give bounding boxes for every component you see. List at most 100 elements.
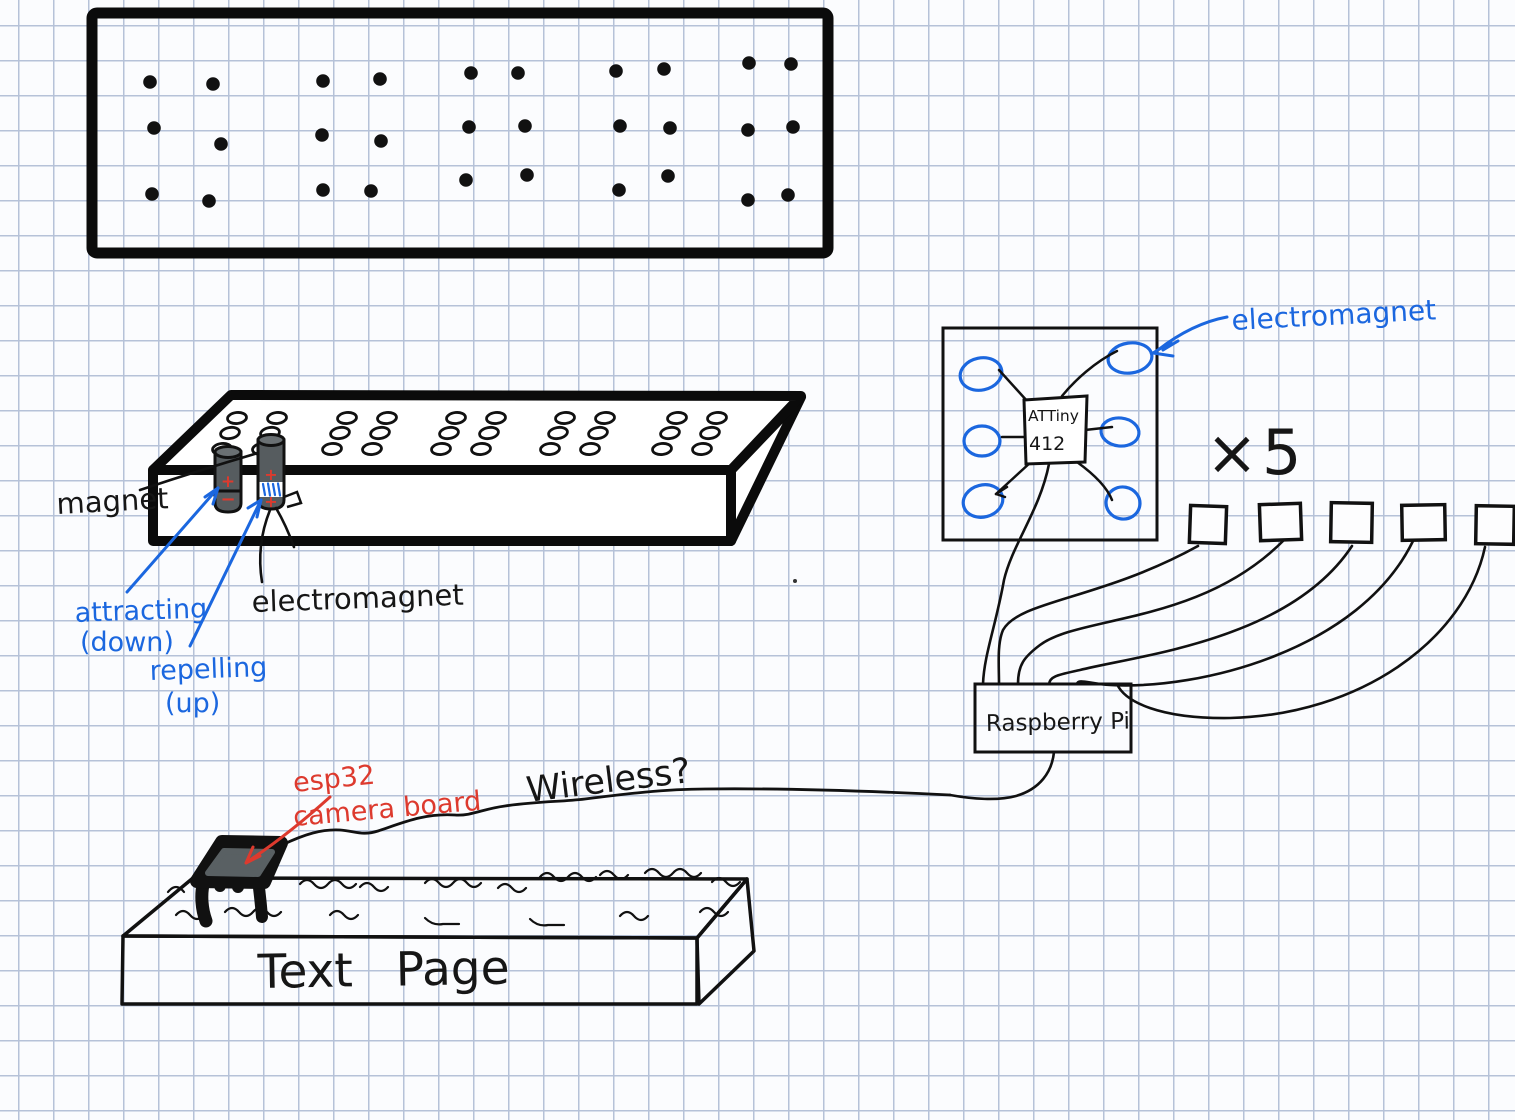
braille-dot	[462, 120, 476, 134]
page-squiggle	[298, 878, 358, 890]
raspberry-pi-label: Raspberry Pi	[986, 708, 1131, 737]
braille-hole	[651, 442, 673, 456]
braille-panel	[86, 7, 834, 259]
braille-dot	[206, 77, 220, 91]
page-right-face	[695, 877, 756, 1006]
page-squiggle	[598, 869, 630, 881]
detail-frame	[941, 326, 1159, 542]
electromagnet-pointer-line-2	[274, 506, 296, 549]
braille-hole	[485, 411, 507, 425]
braille-dot	[143, 75, 157, 89]
electromagnet-callout-arrow	[1151, 315, 1229, 358]
driver-square	[1399, 502, 1448, 543]
braille-dot	[518, 119, 532, 133]
pi-wireless-tail	[948, 750, 1056, 801]
page-squiggle	[166, 885, 186, 894]
repelling-arrow	[188, 498, 263, 648]
text-page: Text Page	[120, 867, 756, 1006]
braille-dot	[784, 57, 798, 71]
wire-attiny-to-pi	[981, 462, 1051, 686]
electromagnet-plus-bottom: +	[264, 492, 277, 511]
braille-dot	[373, 72, 387, 86]
attiny-chip	[1022, 394, 1089, 466]
braille-hole-grid	[211, 411, 728, 456]
attiny-chip-label-2: 412	[1029, 433, 1065, 455]
braille-dot	[786, 120, 800, 134]
attiny-chip-label-1: ATTiny	[1028, 407, 1079, 425]
braille-hole	[587, 425, 609, 441]
braille-dot	[781, 188, 795, 202]
braille-dot	[511, 66, 525, 80]
braille-hole	[554, 411, 576, 425]
electromagnet-circle	[1104, 485, 1142, 521]
text-page-label: Text Page	[256, 941, 510, 1000]
wiring: Raspberry Pi	[948, 462, 1515, 801]
attracting-arrow	[125, 486, 220, 594]
electromagnet-detail-box: ATTiny 412 electromagnet ×5	[941, 293, 1437, 542]
braille-dots	[143, 56, 800, 208]
braille-hole	[547, 425, 569, 441]
attracting-sub-label: (down)	[80, 627, 174, 658]
page-squiggle	[223, 906, 283, 918]
wire-square5-to-pi	[1115, 545, 1487, 720]
braille-hole	[321, 442, 343, 456]
braille-dot	[612, 183, 626, 197]
electromagnet-callout-label: electromagnet	[1231, 293, 1437, 337]
page-squiggle	[423, 877, 483, 889]
braille-hole	[361, 442, 383, 456]
electromagnet-connector	[283, 490, 303, 509]
braille-dot	[374, 134, 388, 148]
stray-dot	[793, 579, 797, 583]
wire-square2-to-pi	[1016, 538, 1286, 686]
braille-dot	[663, 121, 677, 135]
braille-dot	[742, 56, 756, 70]
braille-hole	[430, 442, 452, 456]
braille-dot	[464, 66, 478, 80]
braille-hole	[445, 411, 467, 425]
page-squiggle	[528, 917, 566, 927]
electromagnet-pointer-line	[258, 508, 272, 584]
braille-dot	[316, 183, 330, 197]
electromagnet-label: electromagnet	[251, 578, 464, 619]
braille-panel-frame	[86, 7, 834, 259]
driver-square	[1187, 503, 1229, 546]
page-squiggle	[643, 867, 703, 879]
braille-hole	[470, 442, 492, 456]
braille-hole	[329, 425, 351, 441]
braille-hole	[438, 425, 460, 441]
page-front-face	[120, 934, 699, 1006]
electromagnet-top	[256, 433, 286, 447]
braille-dot	[609, 64, 623, 78]
electromagnet-cylinder: + +	[256, 433, 303, 511]
driver-squares	[1187, 500, 1515, 547]
braille-hole	[376, 411, 398, 425]
page-squiggle	[423, 916, 461, 926]
page-squiggle	[538, 871, 598, 883]
page-text-squiggles	[166, 867, 742, 927]
braille-hole	[699, 425, 721, 441]
braille-hole	[219, 425, 241, 441]
braille-dot	[202, 194, 216, 208]
electromagnet-circle	[961, 483, 1005, 519]
repelling-sub-label: (up)	[165, 688, 220, 719]
braille-dot	[741, 193, 755, 207]
page-squiggle	[710, 876, 742, 888]
braille-dot	[520, 168, 534, 182]
coil-strokes-icon	[261, 482, 282, 497]
braille-hole	[691, 442, 713, 456]
braille-dot	[316, 74, 330, 88]
repelling-label: repelling	[149, 652, 268, 687]
page-squiggle	[496, 882, 528, 894]
wire-square4-to-pi	[1075, 539, 1415, 687]
driver-wires	[981, 462, 1487, 720]
driver-square	[1473, 503, 1515, 547]
braille-hole	[336, 411, 358, 425]
chip-wires	[994, 349, 1119, 502]
braille-hole	[706, 411, 728, 425]
braille-display-box: + − + +	[56, 390, 806, 719]
wireless-wire	[280, 787, 952, 847]
braille-dot	[214, 137, 228, 151]
braille-dot	[364, 184, 378, 198]
